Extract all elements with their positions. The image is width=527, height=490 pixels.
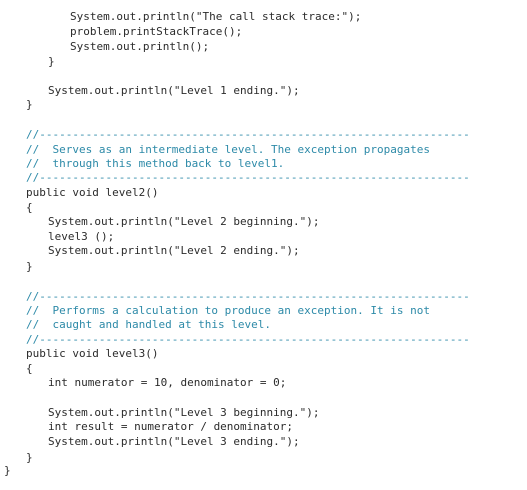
comment-divider: //--------------------------------------… xyxy=(26,333,470,346)
code-line: System.out.println(); xyxy=(70,40,210,53)
comment-line: // caught and handled at this level. xyxy=(26,318,272,331)
code-line: } xyxy=(26,451,33,464)
comment-divider: //--------------------------------------… xyxy=(26,128,470,141)
code-line: System.out.println("Level 2 beginning.")… xyxy=(48,215,320,228)
code-line: System.out.println("The call stack trace… xyxy=(70,10,362,23)
method-signature-level2: public void level2() xyxy=(26,186,159,199)
comment-line: // Performs a calculation to produce an … xyxy=(26,304,430,317)
code-line: level3 (); xyxy=(48,230,115,243)
code-line: int numerator = 10, denominator = 0; xyxy=(48,376,287,389)
code-line: System.out.println("Level 2 ending."); xyxy=(48,244,300,257)
code-line: } xyxy=(26,98,33,111)
method-signature-level3: public void level3() xyxy=(26,347,159,360)
code-line: } xyxy=(48,55,55,68)
code-line: problem.printStackTrace(); xyxy=(70,25,243,38)
code-line: } xyxy=(4,464,11,477)
comment-line: // Serves as an intermediate level. The … xyxy=(26,143,430,156)
comment-line: // through this method back to level1. xyxy=(26,157,285,170)
code-line: System.out.println("Level 3 beginning.")… xyxy=(48,406,320,419)
code-line: int result = numerator / denominator; xyxy=(48,420,294,433)
code-line: { xyxy=(26,362,33,375)
code-line: System.out.println("Level 1 ending."); xyxy=(48,84,300,97)
comment-divider: //--------------------------------------… xyxy=(26,290,470,303)
code-line: } xyxy=(26,260,33,273)
code-line: { xyxy=(26,201,33,214)
code-line: System.out.println("Level 3 ending."); xyxy=(48,435,300,448)
comment-divider: //--------------------------------------… xyxy=(26,171,470,184)
